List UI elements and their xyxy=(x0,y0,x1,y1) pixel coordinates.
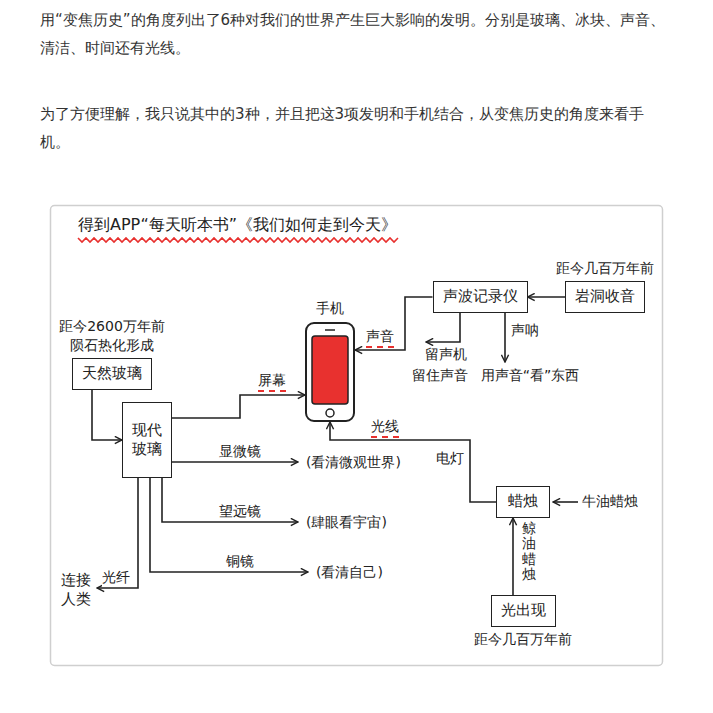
wavy-underline xyxy=(78,238,398,242)
box-heading: 距今几百万年前 xyxy=(556,259,654,278)
leader-arrow xyxy=(97,470,138,588)
annotation-text: 望远镜 xyxy=(219,503,261,521)
process-box: 距今2600万年前 陨石热化形成天然玻璃 xyxy=(72,358,152,390)
phone-outline xyxy=(305,322,355,422)
phone-button xyxy=(326,409,334,417)
connector-arrow xyxy=(172,395,305,418)
box-heading: 手机 xyxy=(316,299,344,318)
annotation-text: (看清微观世界) xyxy=(306,454,401,472)
box-heading: 距今几百万年前 xyxy=(474,630,572,649)
annotation-text: 声呐 xyxy=(511,322,539,340)
connector-label: 屏幕 xyxy=(258,372,286,392)
diagram-frame xyxy=(51,206,663,666)
process-box: 现代玻璃 xyxy=(122,402,172,478)
annotation-text: 连接人类 xyxy=(61,571,93,609)
annotation-text: 用声音“看”东西 xyxy=(481,367,580,385)
connector-arrow xyxy=(92,390,122,440)
annotation-text: 留声机 xyxy=(425,346,467,364)
intro-paragraph: 为了方便理解，我只说其中的3种，并且把这3项发明和手机结合，从变焦历史的角度来看… xyxy=(40,100,672,156)
box-label: 天然玻璃 xyxy=(82,364,142,384)
connector-label: 光线 xyxy=(371,418,399,438)
annotation-text: 留住声音 xyxy=(412,367,468,385)
annotation-text: (看清自己) xyxy=(316,564,383,582)
connector-arrow xyxy=(512,518,514,595)
box-label: 现代玻璃 xyxy=(131,421,163,460)
box-heading: 距今2600万年前 陨石热化形成 xyxy=(57,317,167,355)
annotation-text: (肆眼看宇宙) xyxy=(306,514,387,532)
leader-arrow xyxy=(553,501,578,503)
connector-label: 鲸油蜡烛 xyxy=(522,521,536,583)
leader-arrow xyxy=(162,470,298,522)
annotation-text: 光纤 xyxy=(102,569,130,587)
connector-layer xyxy=(92,297,565,595)
phone-screen xyxy=(312,336,348,404)
intro-paragraph: 用“变焦历史”的角度列出了6种对我们的世界产生巨大影响的发明。分别是玻璃、冰块、… xyxy=(40,6,672,62)
box-label: 岩洞收音 xyxy=(575,287,635,307)
annotation-text: 铜镜 xyxy=(226,553,254,571)
process-box: 光出现距今几百万年前 xyxy=(491,595,556,627)
box-label: 蜡烛 xyxy=(508,492,538,512)
leader-lines xyxy=(78,238,578,588)
annotation-text: 牛油蜡烛 xyxy=(582,493,638,511)
leader-arrow xyxy=(150,470,308,572)
leader-arrow xyxy=(165,461,298,463)
connector-arrow xyxy=(528,296,566,298)
process-box: 蜡烛 xyxy=(496,486,550,518)
annotation-text: 电灯 xyxy=(436,450,464,468)
phone-node: 手机 xyxy=(305,322,355,422)
process-box: 距今几百万年前岩洞收音 xyxy=(565,281,645,313)
box-label: 光出现 xyxy=(501,601,546,621)
connector-label: 声音 xyxy=(366,328,394,348)
diagram-title: 得到APP“每天听本书”《我们如何走到今天》 xyxy=(78,215,397,235)
connector-arrow xyxy=(355,297,433,350)
phone-speaker xyxy=(325,329,335,331)
process-box: 声波记录仪 xyxy=(433,281,528,313)
leader-arrow xyxy=(504,305,506,362)
phone-body xyxy=(306,323,354,421)
annotation-text: 显微镜 xyxy=(219,443,261,461)
box-label: 声波记录仪 xyxy=(443,287,518,307)
